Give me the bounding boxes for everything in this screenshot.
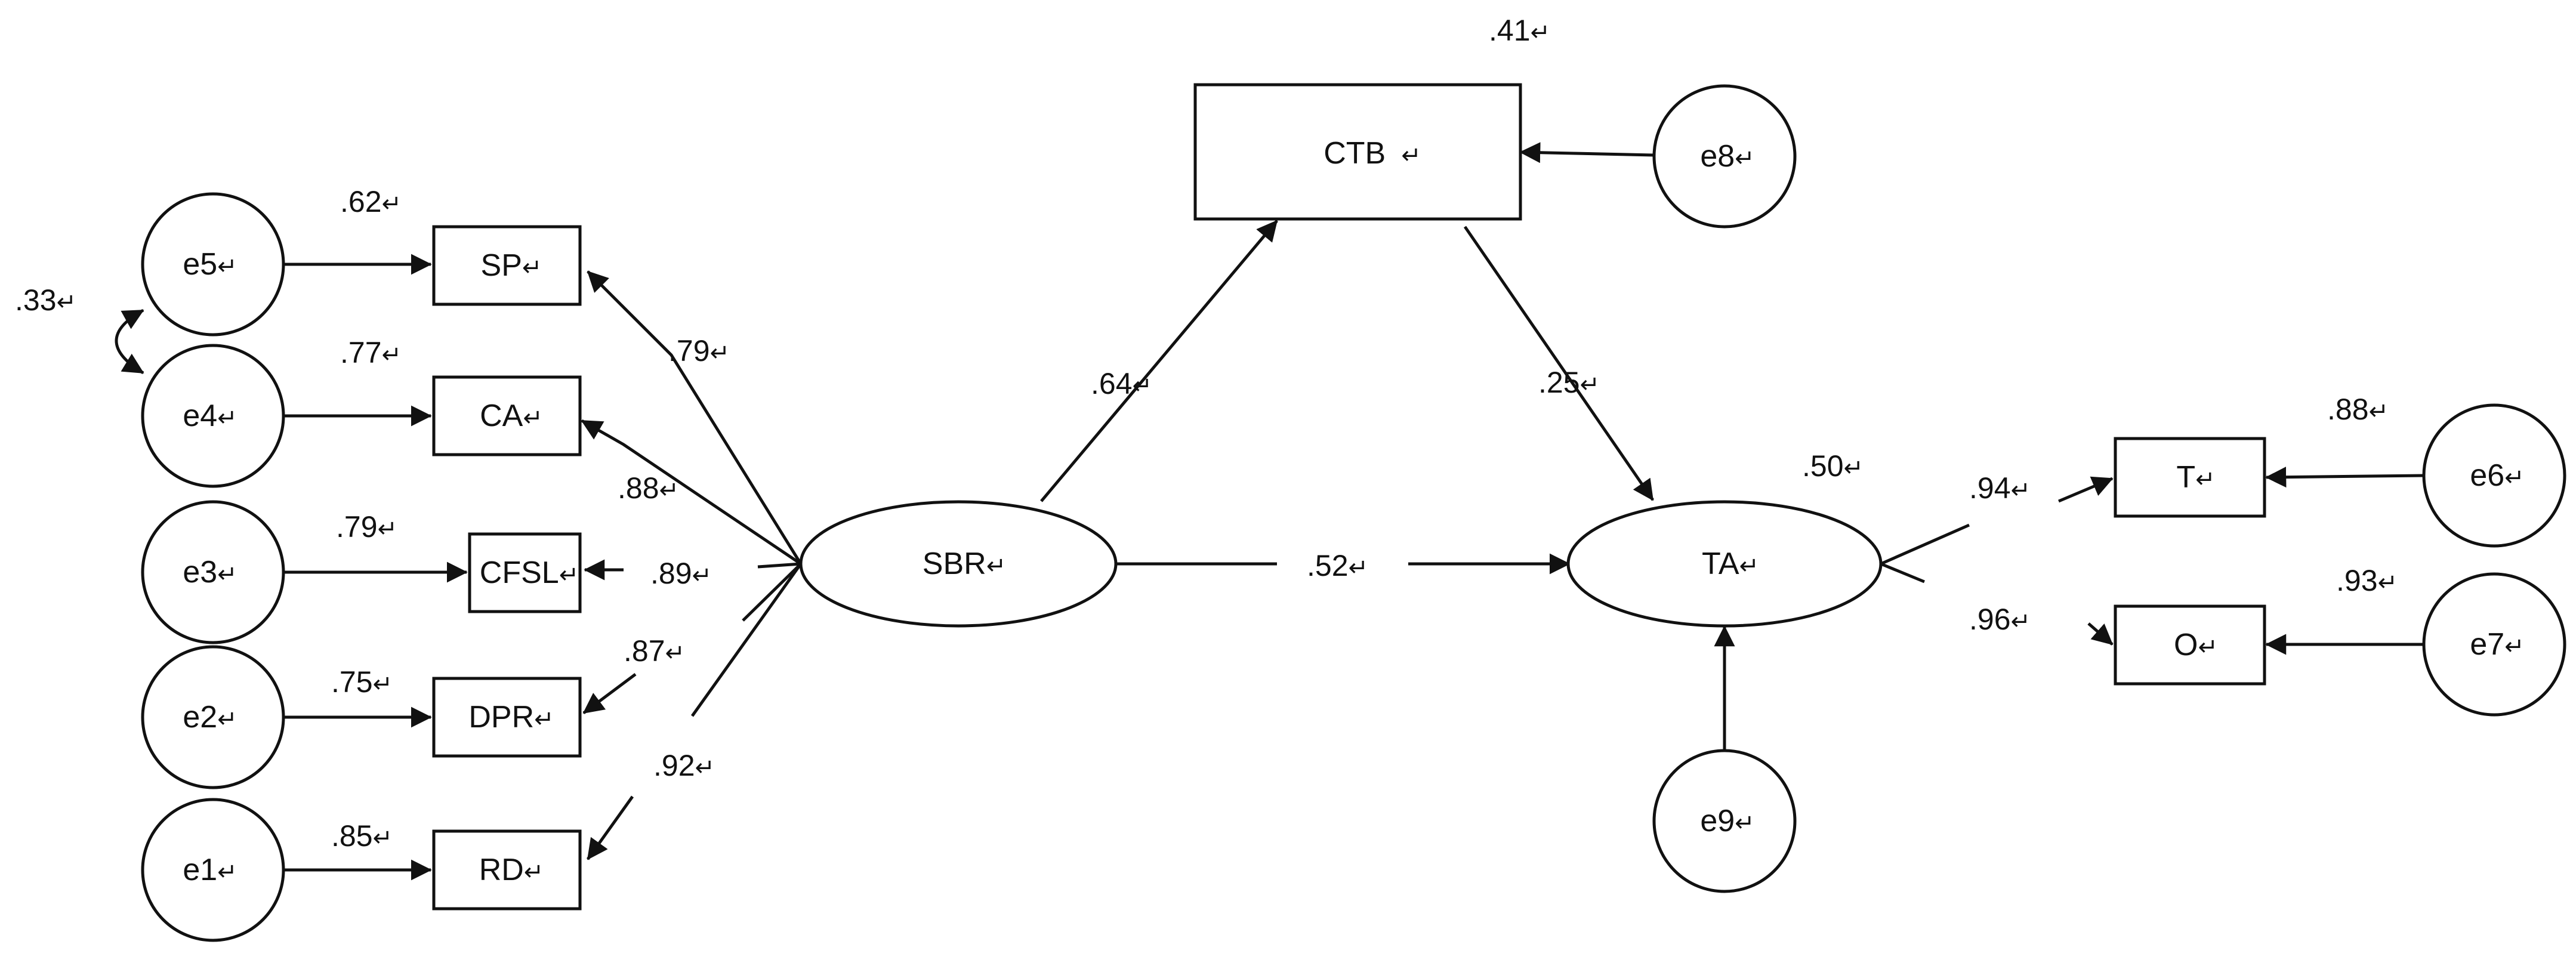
coef-r2-ta: .50↵ — [1802, 449, 1864, 483]
label-sbr: SBR↵ — [923, 547, 1006, 581]
node-rd — [432, 829, 582, 911]
edge-sbr-ctb — [1040, 220, 1278, 502]
label-e3: e3↵ — [183, 555, 237, 590]
node-e4 — [141, 344, 285, 488]
label-e6: e6↵ — [2470, 458, 2524, 493]
label-ta: TA↵ — [1702, 547, 1759, 581]
label-e7: e7↵ — [2470, 627, 2524, 662]
coef-path-sbr-ctb: .64↵ — [1091, 367, 1152, 400]
edge-ta-t — [1880, 479, 2112, 566]
node-e1 — [141, 798, 285, 942]
edge-sbr-sp — [587, 270, 803, 565]
label-e8: e8↵ — [1700, 139, 1754, 174]
label-e9: e9↵ — [1700, 804, 1754, 838]
label-sp: SP↵ — [481, 248, 542, 283]
node-cfsl — [468, 532, 582, 613]
coef-path-sbr-ta: .52↵ — [1307, 549, 1368, 582]
coef-load-sp: .79↵ — [668, 334, 730, 368]
label-cfsl: CFSL↵ — [480, 555, 579, 590]
node-ctb — [1193, 83, 1522, 221]
coef-load-ca: .88↵ — [618, 471, 679, 505]
node-e8 — [1652, 84, 1797, 229]
edge-sbr-rd — [588, 563, 803, 859]
coef-load-o: .96↵ — [1969, 603, 2031, 636]
node-ta — [1566, 500, 1883, 628]
coef-cov-e4-e5: .33↵ — [15, 283, 76, 317]
coef-r2-o: .93↵ — [2336, 564, 2398, 597]
covariance-e4-e5 — [115, 308, 144, 375]
label-ca: CA↵ — [480, 399, 543, 433]
node-sbr — [799, 500, 1118, 628]
label-t: T↵ — [2176, 460, 2215, 495]
coefficient-labels: .33↵ .62↵ .77↵ .79↵ .75↵ .85↵ .79↵ .88↵ … — [15, 14, 2398, 853]
node-e6 — [2422, 403, 2566, 548]
label-e2: e2↵ — [183, 700, 237, 734]
coef-load-cfsl: .89↵ — [650, 557, 712, 590]
label-e5: e5↵ — [183, 247, 237, 282]
edge-sbr-dpr — [584, 563, 802, 713]
node-t — [2114, 437, 2266, 518]
edges — [115, 142, 2425, 870]
error-terms — [141, 84, 2566, 942]
coef-load-t: .94↵ — [1969, 471, 2031, 505]
label-e4: e4↵ — [183, 399, 237, 433]
coef-load-dpr: .87↵ — [624, 634, 685, 668]
node-e3 — [141, 500, 285, 644]
edge-e6-t — [2265, 467, 2425, 488]
node-o — [2114, 604, 2266, 686]
node-labels: e5↵ e4↵ e3↵ e2↵ e1↵ e8↵ e9↵ e6↵ e7↵ SP↵ … — [183, 136, 2524, 887]
label-rd: RD↵ — [479, 853, 544, 887]
coef-r2-cfsl: .79↵ — [336, 510, 397, 544]
label-dpr: DPR↵ — [468, 700, 554, 734]
coef-r2-rd: .85↵ — [331, 819, 393, 853]
edge-sbr-cfsl — [757, 562, 801, 569]
label-o: O↵ — [2174, 628, 2218, 662]
coef-r2-ctb: .41↵ — [1489, 14, 1550, 47]
label-ctb: CTB↵ — [1324, 136, 1421, 171]
node-dpr — [432, 677, 582, 758]
latent-ellipses — [799, 500, 1883, 628]
node-e9 — [1652, 749, 1797, 893]
coef-load-rd: .92↵ — [653, 749, 715, 782]
edge-ctb-ta — [1463, 226, 1655, 501]
indicator-boxes — [432, 83, 2266, 911]
coef-r2-ca: .77↵ — [340, 336, 402, 369]
coef-r2-dpr: .75↵ — [331, 665, 393, 699]
coef-r2-t: .88↵ — [2327, 393, 2389, 426]
node-e2 — [141, 645, 285, 789]
node-e7 — [2422, 572, 2566, 717]
coef-r2-sp: .62↵ — [340, 185, 402, 218]
edge-ta-o — [1880, 562, 2112, 644]
edge-sbr-ca — [581, 419, 802, 566]
edge-e8-ctb — [1519, 142, 1655, 163]
node-ca — [432, 375, 582, 456]
label-e1: e1↵ — [183, 853, 237, 887]
node-sp — [432, 225, 582, 306]
coef-path-ctb-ta: .25↵ — [1538, 366, 1600, 399]
node-e5 — [141, 192, 285, 337]
